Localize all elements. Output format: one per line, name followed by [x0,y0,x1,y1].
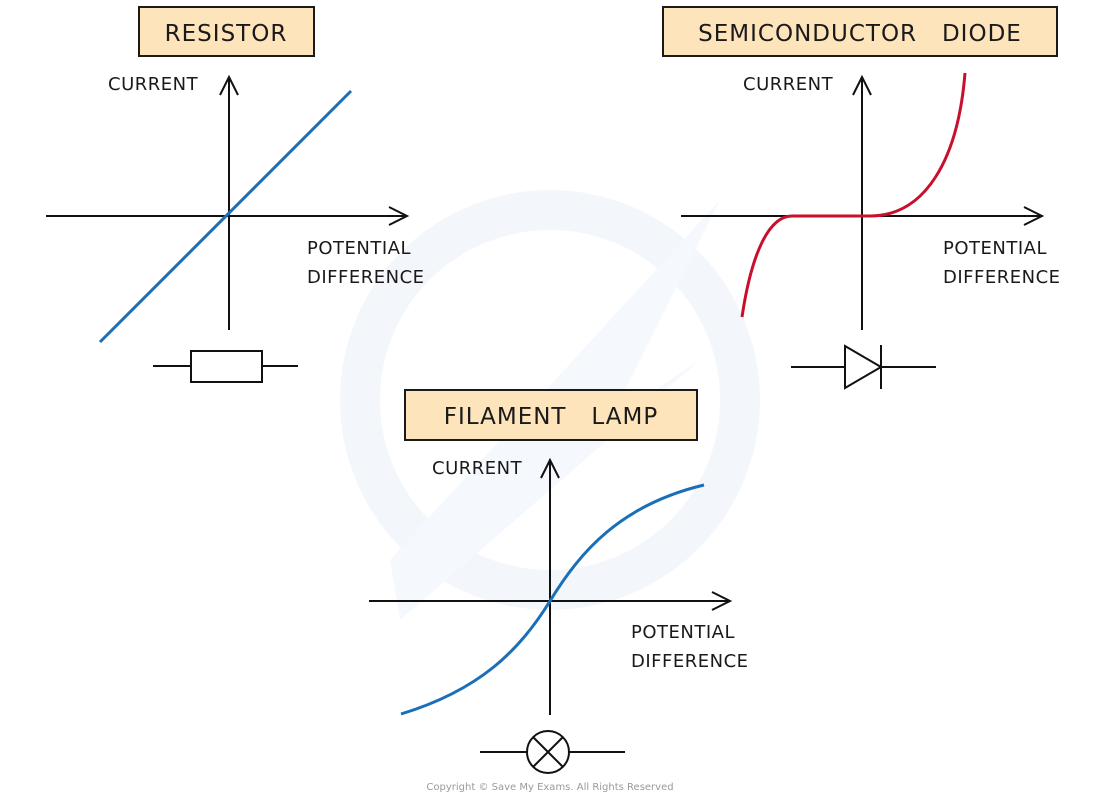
lamp-iv-curve [400,483,705,716]
resistor-title-box [138,6,315,57]
diode-iv-curve [740,72,967,318]
resistor-x-label-1: POTENTIAL [307,238,411,259]
resistor-iv-line [98,89,353,344]
diode-title-box [662,6,1058,57]
resistor-symbol-icon [153,350,298,383]
resistor-panel: RESISTOR CURRENT POTENTIAL DIFFERENCE [46,6,425,383]
lamp-x-label-1: POTENTIAL [631,622,735,643]
resistor-y-arrow-icon [219,74,239,96]
lamp-panel: FILAMENT LAMP CURRENT POTENTIAL DIFFEREN… [369,389,749,774]
diode-y-label: CURRENT [743,74,834,95]
diode-x-label-2: DIFFERENCE [943,267,1061,288]
lamp-y-arrow-icon [540,457,560,479]
lamp-x-arrow-icon [711,591,733,611]
lamp-title-box [404,389,698,441]
copyright-text: Copyright © Save My Exams. All Rights Re… [426,782,673,793]
diode-symbol-icon [791,344,936,390]
diode-panel: SEMICONDUCTOR DIODE CURRENT POTENTIAL DI… [662,6,1061,390]
lamp-x-label-2: DIFFERENCE [631,651,749,672]
lamp-y-label: CURRENT [432,458,523,479]
diode-y-arrow-icon [852,74,872,96]
resistor-x-label-2: DIFFERENCE [307,267,425,288]
lamp-title: FILAMENT LAMP [444,404,658,430]
diode-title: SEMICONDUCTOR DIODE [698,21,1022,47]
resistor-x-arrow-icon [388,206,410,226]
diode-x-label-1: POTENTIAL [943,238,1047,259]
resistor-y-label: CURRENT [108,74,199,95]
resistor-title: RESISTOR [165,21,288,47]
diode-x-arrow-icon [1023,206,1045,226]
lamp-symbol-icon [480,730,625,774]
